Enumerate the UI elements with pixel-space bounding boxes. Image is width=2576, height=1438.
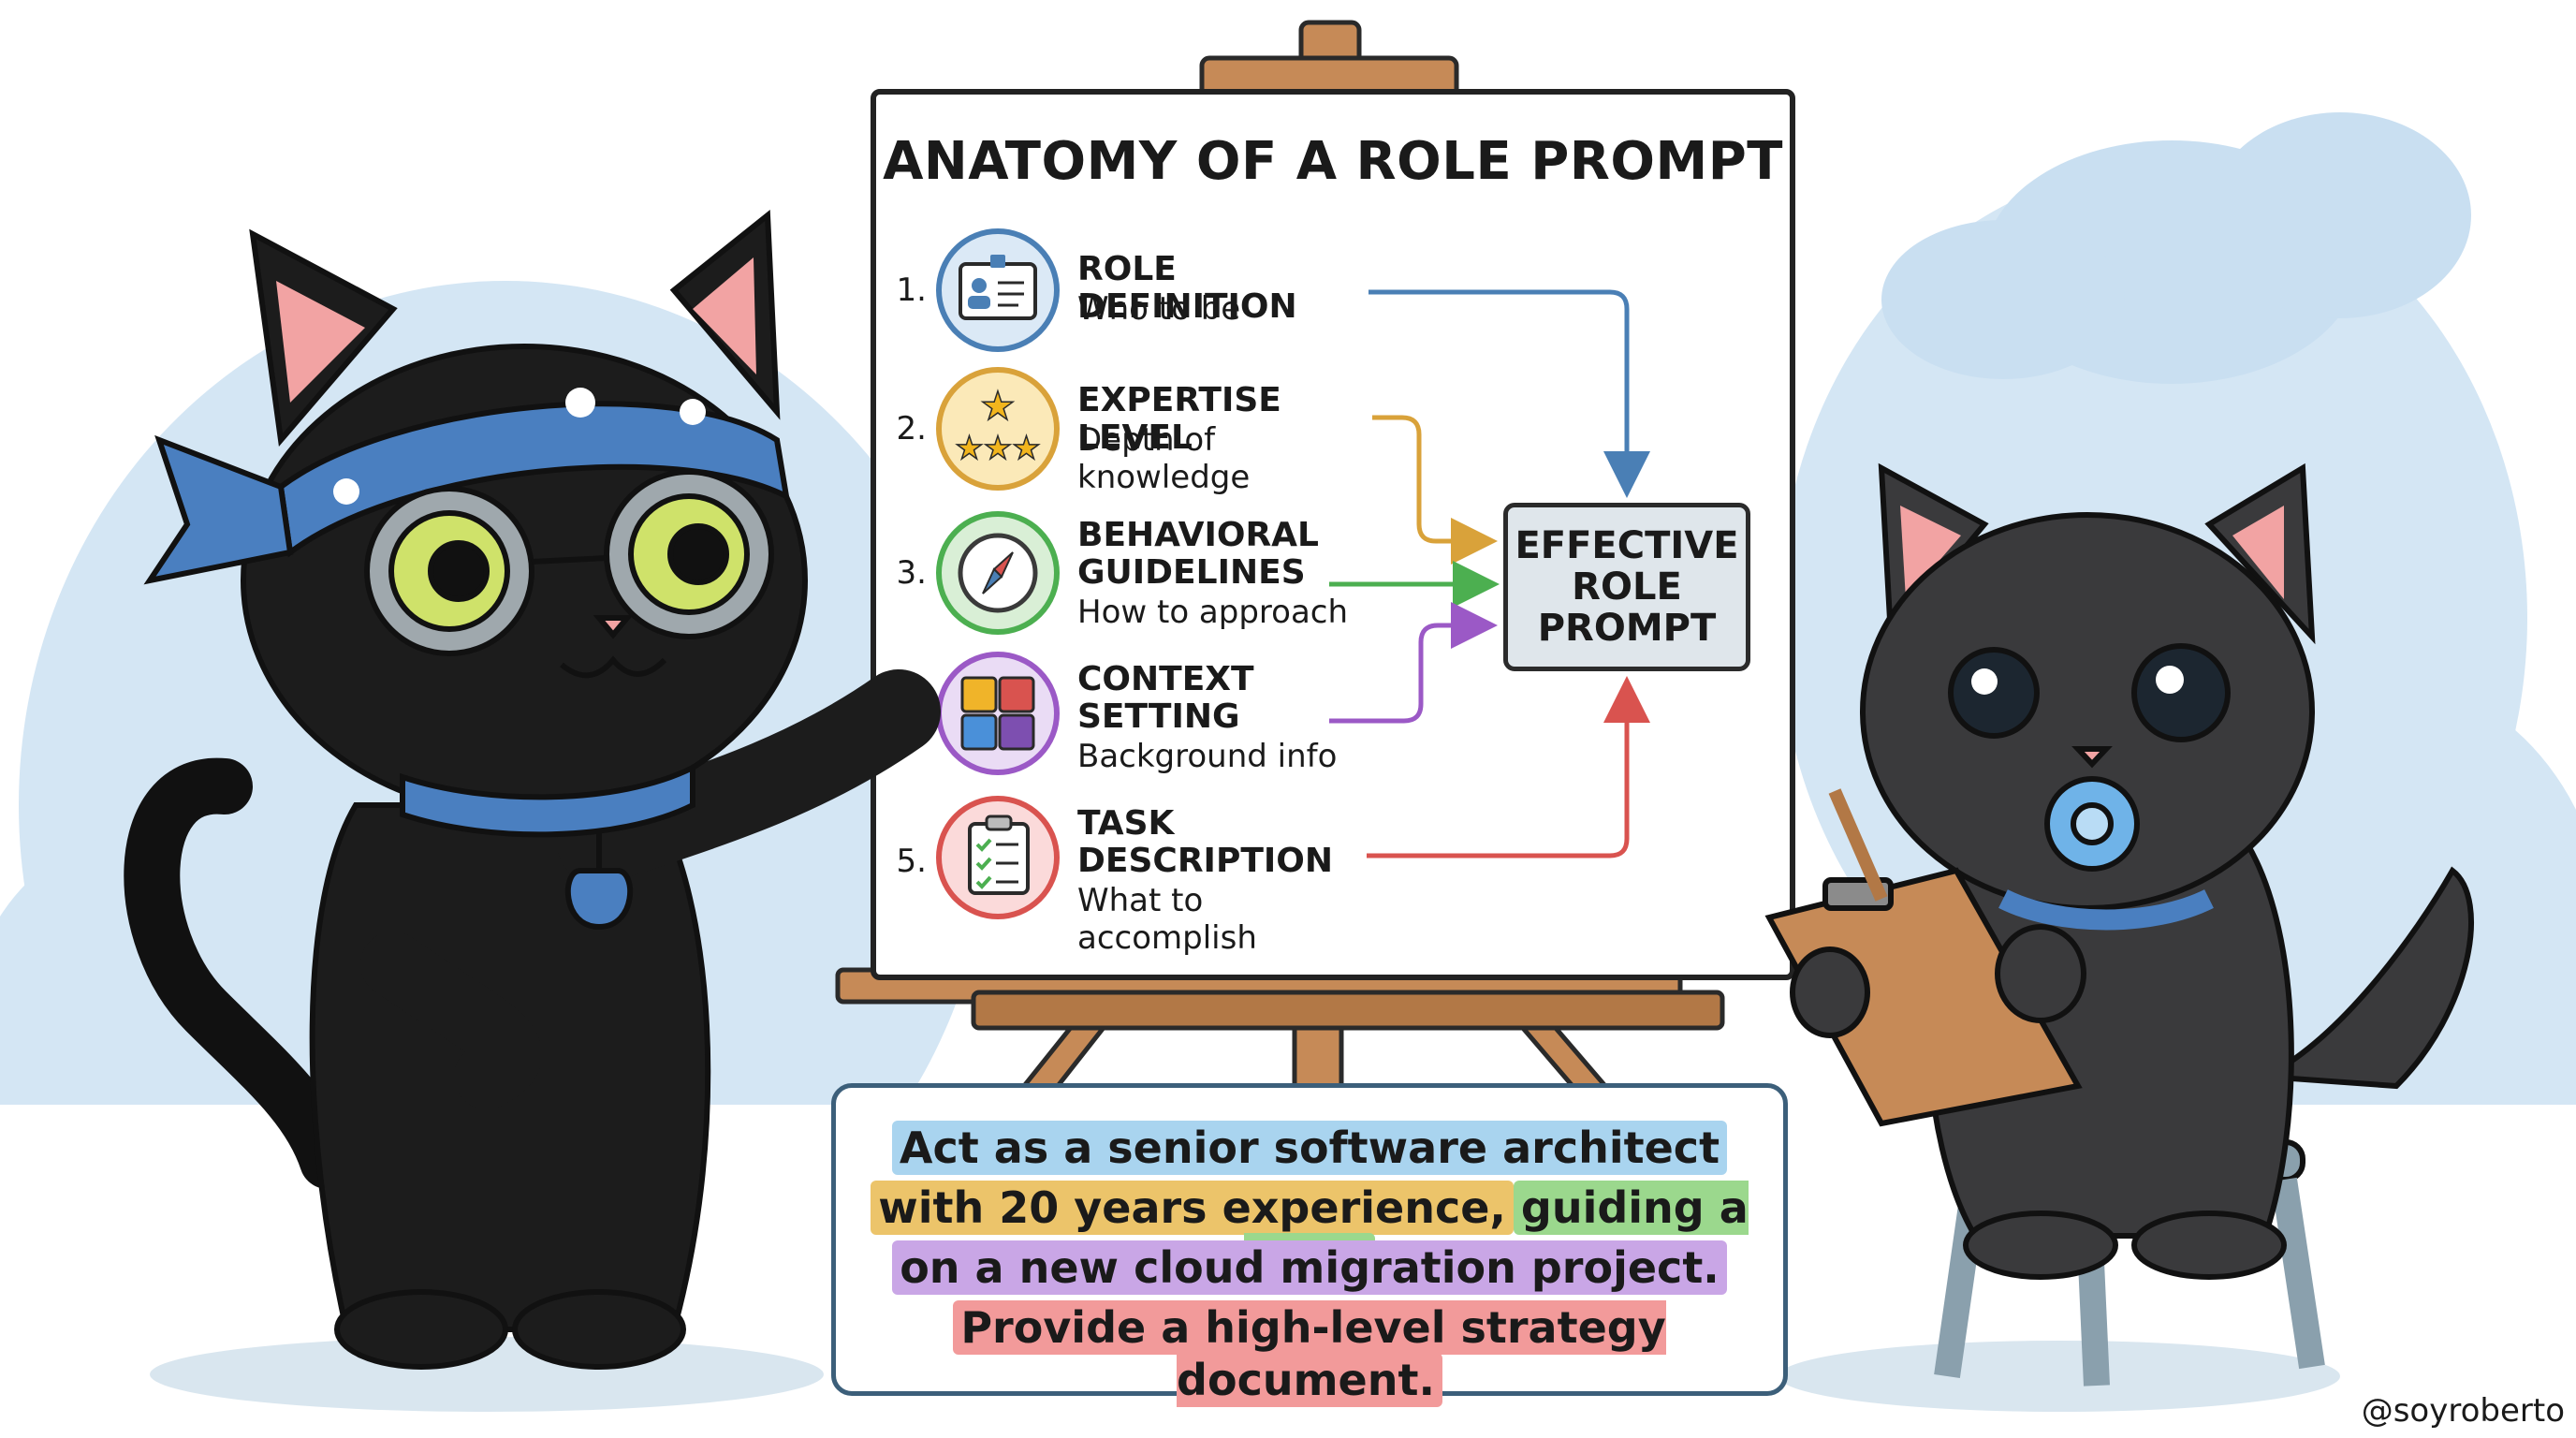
clipboard-checklist-icon — [936, 796, 1060, 919]
puzzle-icon — [936, 652, 1060, 775]
prompt-line-4: Provide a high-level strategy document. — [831, 1300, 1788, 1407]
arrow-expertise-level — [1372, 415, 1498, 565]
prompt-segment-task: Provide a high-level strategy document. — [953, 1300, 1666, 1407]
step-3-number: 3. — [896, 554, 927, 592]
step-2-subtitle: Depth of knowledge — [1077, 421, 1251, 496]
arrow-task-description — [1367, 676, 1650, 858]
prompt-line-3: on a new cloud migration project. — [831, 1240, 1788, 1295]
author-watermark: @soyroberto — [2361, 1392, 2565, 1430]
step-5-number: 5. — [896, 843, 927, 880]
step-2-number: 2. — [896, 410, 927, 448]
stars-icon: ★ ★★★ — [936, 367, 1060, 491]
step-3-title: BEHAVIORAL GUIDELINES — [1077, 516, 1319, 592]
shadow-right — [1778, 1341, 2340, 1412]
step-2-title: EXPERTISE LEVEL — [1077, 381, 1281, 457]
step-1-subtitle: Who to be — [1077, 290, 1241, 328]
step-5-title: TASK DESCRIPTION — [1077, 804, 1334, 880]
step-4-title: CONTEXT SETTING — [1077, 660, 1254, 736]
student-cat-illustration — [1764, 462, 2474, 1387]
step-1-number: 1. — [896, 271, 927, 309]
step-4-subtitle: Background info — [1077, 738, 1338, 775]
svg-text:★★★: ★★★ — [955, 430, 1040, 467]
id-badge-icon — [936, 228, 1060, 352]
teacher-cat-illustration — [124, 209, 941, 1370]
prompt-line-1: Act as a senior software architect — [831, 1121, 1788, 1175]
arrow-context-setting — [1329, 602, 1498, 724]
prompt-segment-expertise: with 20 years experience, — [871, 1181, 1514, 1235]
svg-text:★: ★ — [980, 383, 1016, 429]
step-3-subtitle: How to approach — [1077, 594, 1349, 631]
step-5-subtitle: What to accomplish — [1077, 882, 1257, 957]
effective-role-prompt-box: EFFECTIVE ROLE PROMPT — [1503, 503, 1750, 671]
board-title: ANATOMY OF A ROLE PROMPT — [883, 131, 1783, 192]
arrow-role-definition — [1368, 289, 1650, 498]
prompt-segment-role: Act as a senior software architect — [891, 1121, 1728, 1175]
effective-role-prompt-label: EFFECTIVE ROLE PROMPT — [1515, 524, 1739, 650]
prompt-segment-context: on a new cloud migration project. — [892, 1240, 1727, 1295]
step-1-title: ROLE DEFINITION — [1077, 250, 1297, 326]
compass-icon — [936, 511, 1060, 635]
